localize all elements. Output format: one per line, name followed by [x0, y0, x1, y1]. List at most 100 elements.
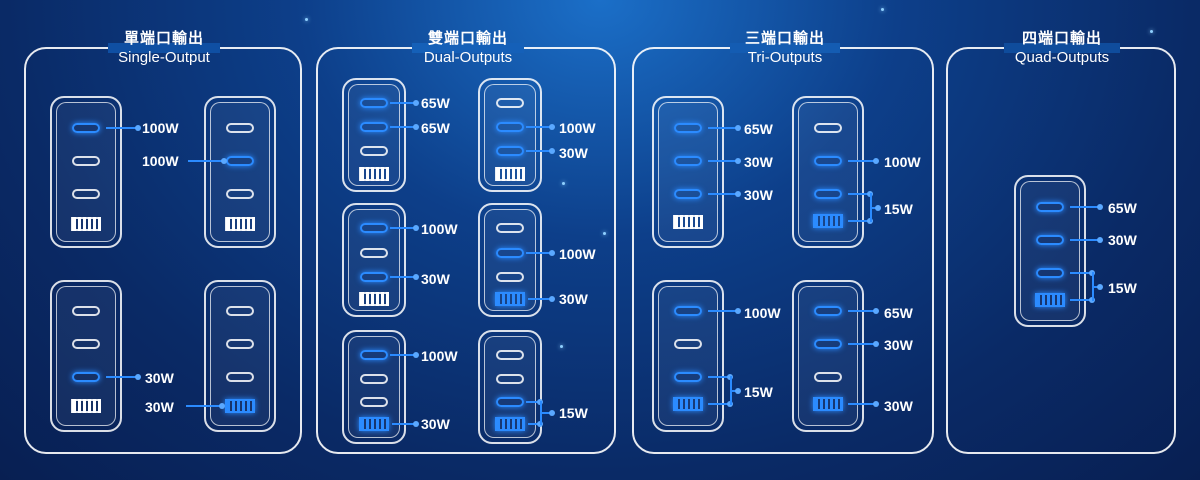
- usb-c-port-icon: [496, 146, 524, 156]
- star-decoration: [881, 8, 884, 11]
- usb-c-port-icon: [72, 339, 100, 349]
- panel-title-en: Single-Output: [118, 49, 210, 66]
- power-label: 30W: [559, 145, 588, 161]
- usb-c-port-icon: [360, 122, 388, 132]
- power-label: 15W: [744, 384, 773, 400]
- usb-c-port-icon: [496, 98, 524, 108]
- usb-c-port-icon: [226, 123, 254, 133]
- usb-a-port-icon: [813, 397, 843, 411]
- star-decoration: [603, 232, 606, 235]
- power-label: 100W: [559, 120, 596, 136]
- usb-c-port-icon: [814, 123, 842, 133]
- usb-c-port-icon: [360, 98, 388, 108]
- usb-a-port-icon: [359, 167, 389, 181]
- power-label: 30W: [884, 337, 913, 353]
- usb-c-port-icon: [226, 189, 254, 199]
- usb-c-port-icon: [360, 146, 388, 156]
- usb-c-port-icon: [72, 189, 100, 199]
- usb-a-port-icon: [225, 217, 255, 231]
- panel-title-zh: 三端口輸出: [744, 29, 825, 47]
- power-label: 100W: [142, 120, 179, 136]
- usb-c-port-icon: [72, 372, 100, 382]
- panel-title: 四端口輸出 Quad-Outputs: [1000, 28, 1124, 72]
- power-label: 100W: [421, 221, 458, 237]
- power-label: 30W: [145, 370, 174, 386]
- power-label: 65W: [1108, 200, 1137, 216]
- charger-icon: [50, 280, 122, 432]
- usb-c-port-icon: [496, 248, 524, 258]
- panel-title: 三端口輸出 Tri-Outputs: [723, 28, 847, 72]
- usb-a-port-icon: [495, 417, 525, 431]
- power-label: 30W: [145, 399, 174, 415]
- usb-c-port-icon: [674, 339, 702, 349]
- usb-c-port-icon: [72, 306, 100, 316]
- power-label: 65W: [421, 95, 450, 111]
- power-label: 15W: [1108, 280, 1137, 296]
- usb-c-port-icon: [814, 372, 842, 382]
- usb-c-port-icon: [674, 123, 702, 133]
- usb-c-port-icon: [496, 223, 524, 233]
- usb-c-port-icon: [674, 306, 702, 316]
- usb-c-port-icon: [814, 306, 842, 316]
- usb-c-port-icon: [1036, 235, 1064, 245]
- usb-c-port-icon: [360, 272, 388, 282]
- power-label: 30W: [421, 416, 450, 432]
- usb-c-port-icon: [674, 189, 702, 199]
- usb-a-port-icon: [359, 417, 389, 431]
- power-label: 30W: [884, 398, 913, 414]
- usb-c-port-icon: [496, 397, 524, 407]
- usb-c-port-icon: [226, 339, 254, 349]
- usb-c-port-icon: [814, 156, 842, 166]
- usb-a-port-icon: [71, 217, 101, 231]
- power-label: 30W: [1108, 232, 1137, 248]
- usb-a-port-icon: [673, 215, 703, 229]
- star-decoration: [560, 345, 563, 348]
- panel-title-zh: 四端口輸出: [1021, 29, 1102, 47]
- power-label: 30W: [744, 187, 773, 203]
- power-label: 100W: [884, 154, 921, 170]
- charger-icon: [204, 96, 276, 248]
- power-label: 15W: [884, 201, 913, 217]
- panel-title-en: Tri-Outputs: [747, 49, 823, 66]
- panel-title-en: Quad-Outputs: [1014, 49, 1110, 66]
- usb-c-port-icon: [1036, 268, 1064, 278]
- power-label: 15W: [559, 405, 588, 421]
- panel-title-en: Dual-Outputs: [423, 49, 513, 66]
- charger-icon: [652, 280, 724, 432]
- usb-c-port-icon: [360, 223, 388, 233]
- star-decoration: [305, 18, 308, 21]
- panel-title: 雙端口輸出 Dual-Outputs: [406, 28, 530, 72]
- power-label: 65W: [421, 120, 450, 136]
- power-label: 100W: [559, 246, 596, 262]
- usb-a-port-icon: [359, 292, 389, 306]
- panel-title: 單端口輸出 Single-Output: [102, 28, 226, 72]
- power-label: 30W: [421, 271, 450, 287]
- usb-c-port-icon: [814, 189, 842, 199]
- usb-c-port-icon: [674, 156, 702, 166]
- power-label: 100W: [744, 305, 781, 321]
- usb-a-port-icon: [495, 167, 525, 181]
- usb-c-port-icon: [360, 248, 388, 258]
- power-label: 100W: [421, 348, 458, 364]
- usb-a-port-icon: [673, 397, 703, 411]
- panel-title-zh: 單端口輸出: [123, 29, 204, 47]
- usb-c-port-icon: [72, 156, 100, 166]
- usb-c-port-icon: [496, 272, 524, 282]
- usb-c-port-icon: [72, 123, 100, 133]
- power-label: 65W: [744, 121, 773, 137]
- usb-c-port-icon: [226, 372, 254, 382]
- usb-c-port-icon: [360, 397, 388, 407]
- usb-c-port-icon: [496, 122, 524, 132]
- usb-c-port-icon: [1036, 202, 1064, 212]
- usb-a-port-icon: [225, 399, 255, 413]
- usb-a-port-icon: [1035, 293, 1065, 307]
- usb-a-port-icon: [813, 214, 843, 228]
- panel-title-zh: 雙端口輸出: [427, 29, 508, 47]
- usb-c-port-icon: [496, 350, 524, 360]
- power-label: 100W: [142, 153, 179, 169]
- power-label: 30W: [744, 154, 773, 170]
- usb-c-port-icon: [814, 339, 842, 349]
- usb-c-port-icon: [674, 372, 702, 382]
- usb-a-port-icon: [495, 292, 525, 306]
- usb-c-port-icon: [226, 156, 254, 166]
